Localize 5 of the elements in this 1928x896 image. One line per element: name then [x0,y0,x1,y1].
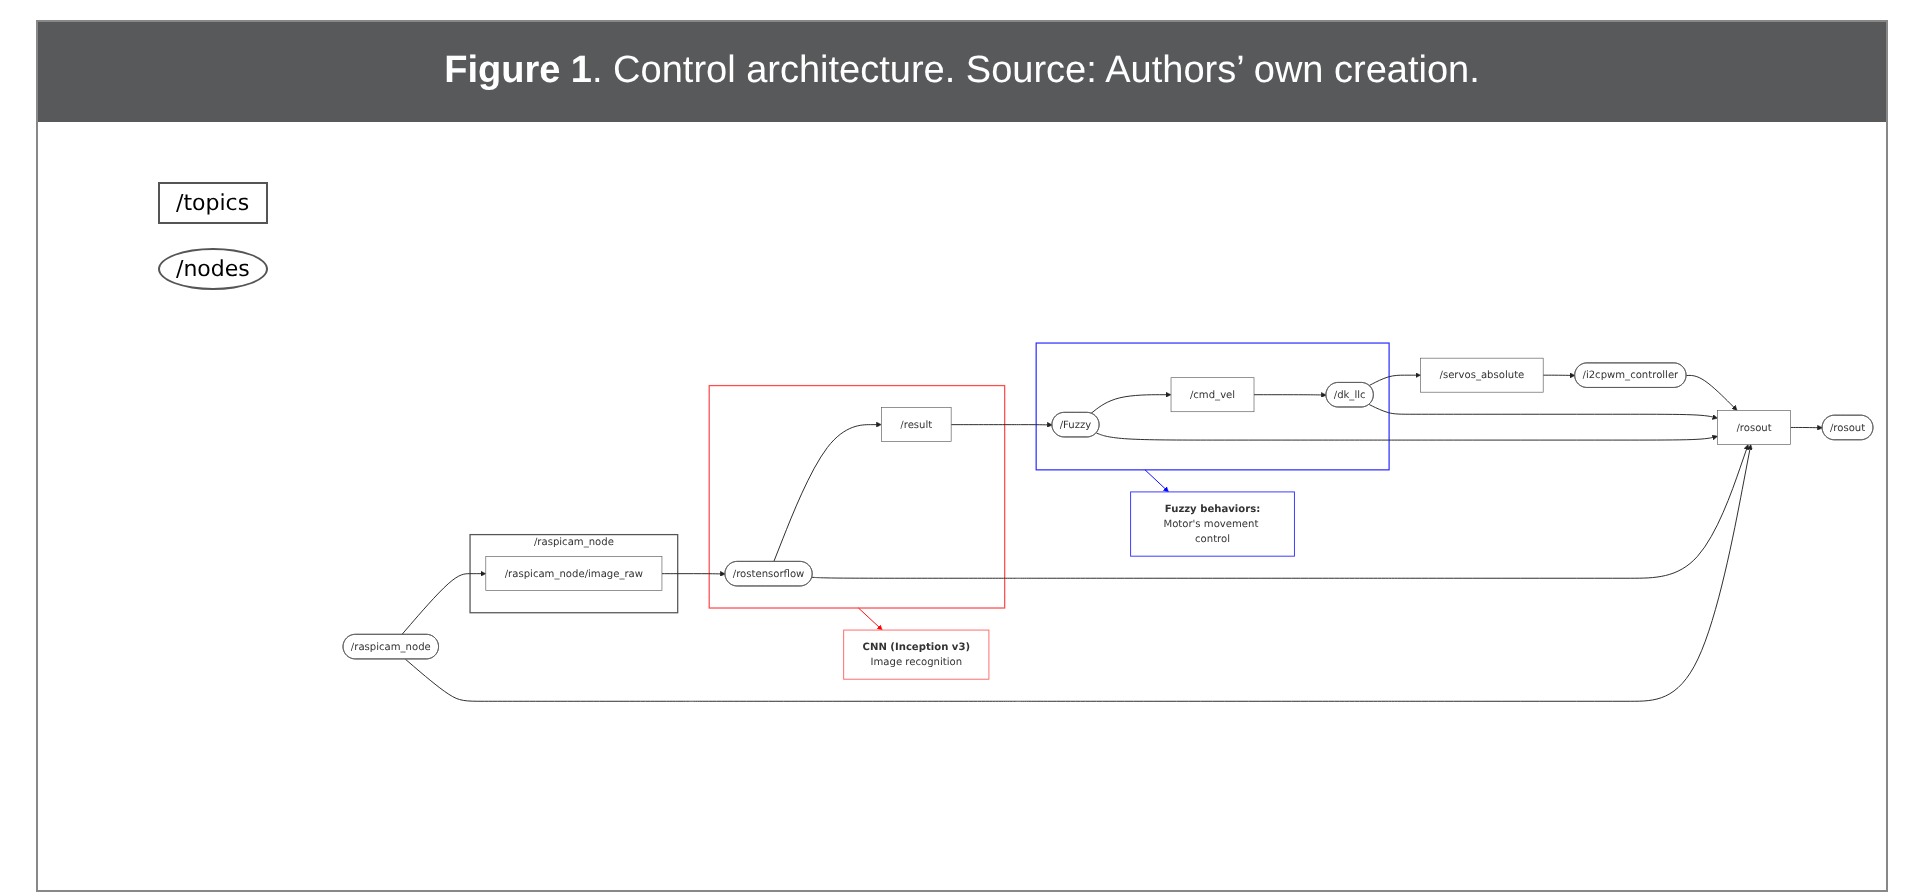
legend-topic-sample: /topics [158,182,268,224]
legend-node-sample: /nodes [158,248,268,290]
cluster [1035,342,1390,471]
cluster [708,384,1006,609]
figure-title: Figure 1. Control architecture. Source: Authors’ own creation. [38,22,1886,122]
